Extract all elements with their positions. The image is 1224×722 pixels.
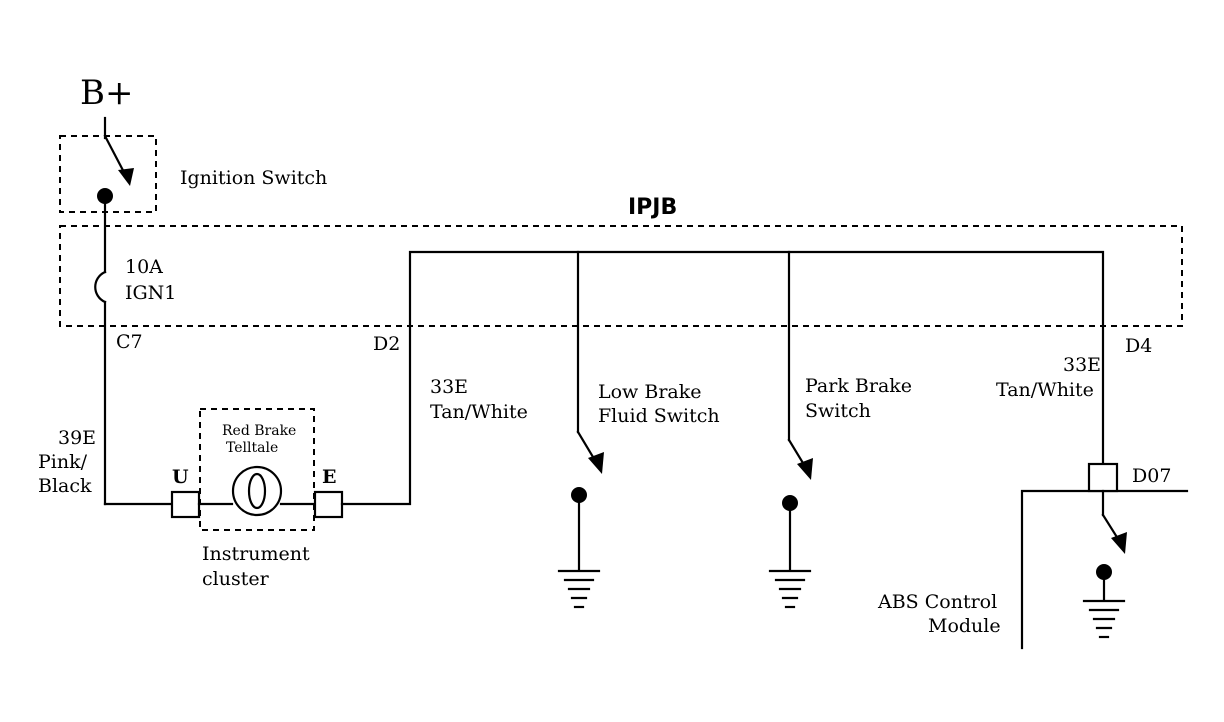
connector-c7: C7 — [116, 331, 143, 353]
wire-33e-right-color: Tan/White — [996, 379, 1094, 401]
fuse-rating: 10A — [125, 256, 163, 278]
cluster-terminal-e-label: E — [322, 466, 336, 488]
cluster-terminal-u — [170, 490, 201, 519]
wire-33e-left-circuit: 33E — [430, 376, 468, 398]
abs-switch-contact — [1096, 564, 1112, 580]
low-brake-fluid-switch-blade — [576, 430, 604, 474]
low-brake-fluid-switch-label-1: Low Brake — [598, 381, 702, 403]
low-brake-fluid-switch-contact — [571, 487, 587, 503]
cluster-terminal-u-label: U — [172, 466, 189, 488]
ground-icon — [1082, 599, 1126, 639]
connector-d2: D2 — [373, 333, 400, 355]
telltale-label-2: Telltale — [226, 440, 278, 456]
instrument-cluster-label-2: cluster — [202, 568, 270, 590]
park-brake-switch-label-2: Switch — [805, 400, 871, 422]
park-brake-switch-contact — [782, 495, 798, 511]
wire-33e-right-circuit: 33E — [1063, 354, 1101, 376]
ignition-switch-box — [59, 135, 157, 213]
instrument-cluster-box — [199, 408, 315, 531]
wire-39e-circuit: 39E — [58, 427, 96, 449]
supply-label: B+ — [80, 73, 133, 113]
telltale-label-1: Red Brake — [222, 423, 296, 439]
ignition-switch-contact — [97, 188, 113, 204]
connector-d4: D4 — [1125, 335, 1152, 357]
abs-connector-d07 — [1087, 462, 1119, 493]
wire-33e-left-color: Tan/White — [430, 401, 528, 423]
park-brake-switch-blade — [787, 438, 813, 480]
abs-module-label-1: ABS Control — [877, 591, 997, 613]
abs-module-outline — [1020, 489, 1189, 650]
abs-switch-blade — [1101, 489, 1127, 554]
park-brake-switch-label-1: Park Brake — [805, 375, 912, 397]
fuse-icon — [94, 270, 107, 304]
abs-module-label-2: Module — [928, 615, 1001, 637]
connector-d07: D07 — [1132, 465, 1171, 487]
instrument-cluster-label-1: Instrument — [202, 543, 310, 565]
ground-icon — [557, 569, 601, 609]
ipjb-label: IPJB — [628, 195, 677, 220]
wire-39e-color-1: Pink/ — [38, 451, 88, 473]
fuse-name: IGN1 — [125, 282, 176, 304]
wire-33e-bus — [340, 250, 1105, 506]
wire-39e-color-2: Black — [38, 475, 92, 497]
red-brake-telltale-lamp-icon — [231, 465, 283, 517]
ignition-switch-blade — [103, 134, 134, 186]
ipjb-box — [59, 225, 1183, 327]
low-brake-fluid-switch-label-2: Fluid Switch — [598, 405, 720, 427]
ignition-switch-label: Ignition Switch — [180, 167, 327, 189]
lamp-filament-icon — [247, 472, 267, 510]
cluster-terminal-e — [313, 490, 344, 519]
ground-icon — [768, 569, 812, 609]
